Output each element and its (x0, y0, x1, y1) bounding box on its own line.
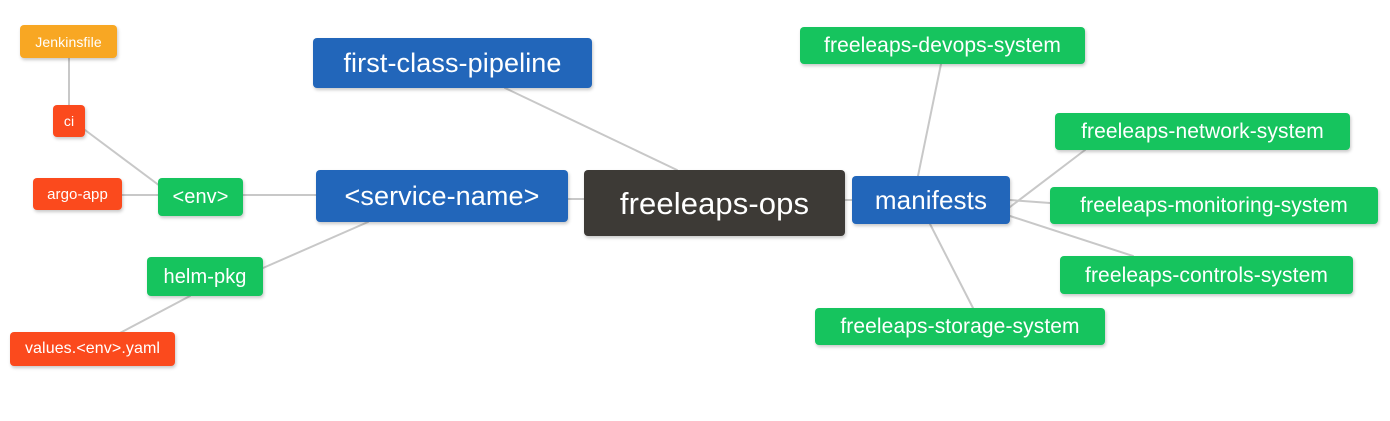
edge-manifests-devops-system (917, 63, 942, 177)
node-label: freeleaps-ops (619, 185, 810, 221)
node-env[interactable]: <env> (158, 178, 243, 216)
node-label: freeleaps-monitoring-system (1080, 194, 1348, 217)
node-freeleaps-controls-system[interactable]: freeleaps-controls-system (1060, 256, 1353, 294)
node-label: freeleaps-network-system (1081, 120, 1324, 143)
edge-helm-pkg-values-yaml (117, 295, 191, 335)
node-label: manifests (874, 185, 988, 215)
node-freeleaps-storage-system[interactable]: freeleaps-storage-system (815, 308, 1105, 345)
edge-manifests-monitoring-system (1009, 199, 1051, 204)
node-manifests[interactable]: manifests (852, 176, 1010, 224)
node-label: <service-name> (344, 180, 540, 211)
edge-first-class-pipeline-freeleaps-ops (504, 87, 678, 171)
node-freeleaps-monitoring-system[interactable]: freeleaps-monitoring-system (1050, 187, 1378, 224)
node-freeleaps-network-system[interactable]: freeleaps-network-system (1055, 113, 1350, 150)
node-label: freeleaps-storage-system (840, 315, 1080, 338)
edge-manifests-storage-system (929, 223, 974, 309)
node-jenkinsfile[interactable]: Jenkinsfile (20, 25, 117, 58)
node-label: freeleaps-devops-system (824, 34, 1061, 57)
node-label: values.<env>.yaml (24, 340, 161, 357)
node-service-name[interactable]: <service-name> (316, 170, 568, 222)
node-freeleaps-ops-root[interactable]: freeleaps-ops (584, 170, 845, 236)
node-freeleaps-devops-system[interactable]: freeleaps-devops-system (800, 27, 1085, 64)
node-label: <env> (172, 186, 229, 208)
node-helm-pkg[interactable]: helm-pkg (147, 257, 263, 296)
node-label: helm-pkg (163, 265, 247, 288)
edge-service-name-helm-pkg (262, 221, 369, 269)
node-argo-app[interactable]: argo-app (33, 178, 122, 210)
node-values-env-yaml[interactable]: values.<env>.yaml (10, 332, 175, 366)
node-label: Jenkinsfile (35, 33, 102, 50)
node-label: first-class-pipeline (343, 47, 562, 78)
node-first-class-pipeline[interactable]: first-class-pipeline (313, 38, 592, 88)
node-label: freeleaps-controls-system (1085, 263, 1328, 287)
node-label: argo-app (47, 185, 108, 203)
node-ci[interactable]: ci (53, 105, 85, 137)
node-label: ci (63, 113, 75, 129)
